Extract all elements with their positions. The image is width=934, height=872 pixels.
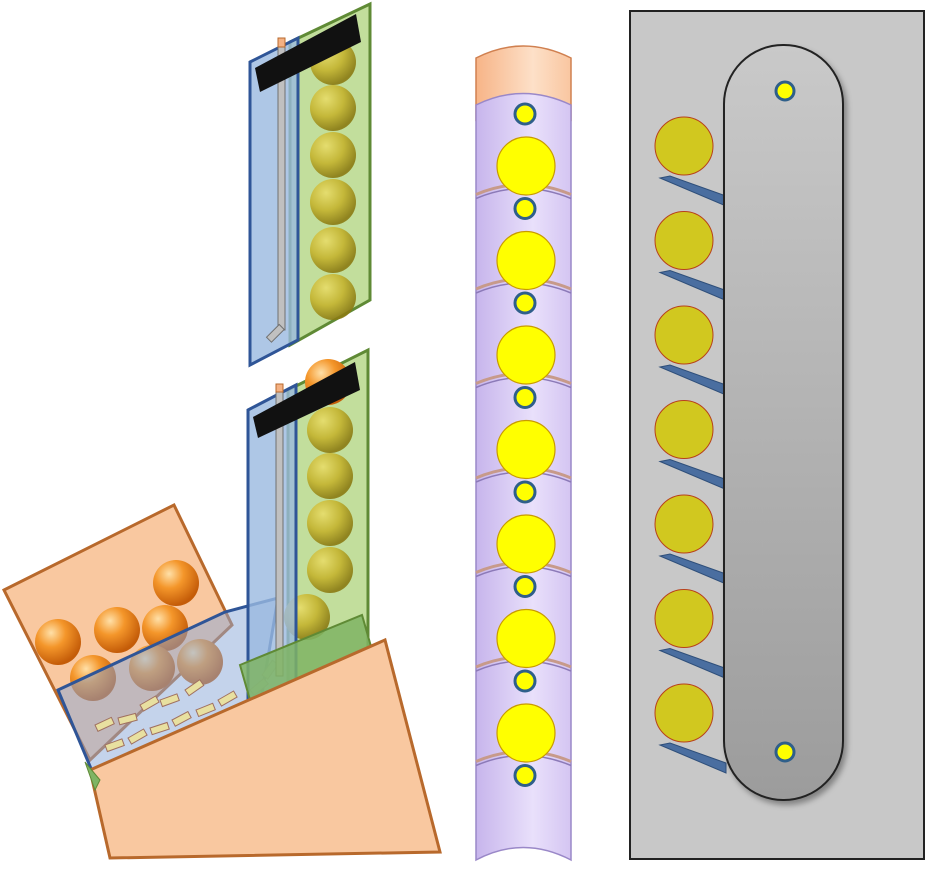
top-pulley — [774, 80, 796, 102]
hopper-front — [88, 637, 442, 860]
hopper-ball — [35, 619, 81, 665]
hopper-elevator-panel — [1, 1, 442, 860]
conveyor-balls — [654, 116, 714, 743]
upper-column-ball — [310, 179, 356, 225]
lower-column-ball — [307, 453, 353, 499]
conveyor-ball — [654, 116, 714, 176]
bottom-pulley — [774, 741, 796, 763]
tube-pin — [513, 291, 537, 315]
upper-chain — [277, 39, 286, 331]
tube-ball — [496, 419, 556, 480]
conveyor-ball — [654, 494, 714, 554]
tube-pin — [513, 102, 537, 126]
tube-pin — [513, 386, 537, 409]
upper-column-ball — [310, 274, 356, 320]
tube-ball — [496, 514, 556, 574]
conveyor-ball — [654, 683, 714, 743]
belt-conveyor-panel — [629, 10, 925, 860]
tube-column-panel — [475, 45, 572, 862]
hopper-ball — [94, 607, 140, 653]
upper-chain-end — [265, 323, 285, 343]
upper-column-ball — [310, 227, 356, 273]
tube-ball — [496, 136, 556, 196]
tube-ball — [496, 608, 556, 669]
conveyor-shelf — [658, 742, 727, 774]
lower-chain — [275, 385, 284, 677]
lower-chain-top — [275, 383, 284, 393]
upper-chain-top — [277, 37, 286, 48]
tube-ball — [496, 703, 556, 763]
lower-column-ball — [307, 547, 353, 593]
conveyor-ball — [654, 211, 714, 270]
conveyor-ball — [654, 589, 714, 648]
conveyor-shelves — [658, 175, 727, 774]
hopper-front-edge — [84, 761, 101, 792]
tube-pin — [513, 480, 537, 504]
tube-pin — [513, 575, 537, 598]
tube-pin — [513, 669, 537, 693]
upper-column-cap — [255, 14, 361, 92]
conveyor-belt — [723, 44, 844, 801]
tube-ball — [496, 230, 556, 291]
upper-column-blue — [248, 35, 300, 368]
conveyor-ball — [654, 400, 714, 459]
lower-column-ball — [307, 500, 353, 546]
upper-column-ball — [310, 85, 356, 131]
tube-balls — [496, 102, 556, 787]
upper-column-ball — [310, 132, 356, 178]
conveyor-ball — [654, 305, 714, 365]
hopper-ball — [153, 560, 199, 606]
lower-column-ball — [307, 407, 353, 453]
tube-pin — [513, 197, 537, 220]
tube-ball — [496, 325, 556, 385]
tube-pin — [513, 764, 537, 787]
lower-column-cap — [253, 362, 360, 438]
